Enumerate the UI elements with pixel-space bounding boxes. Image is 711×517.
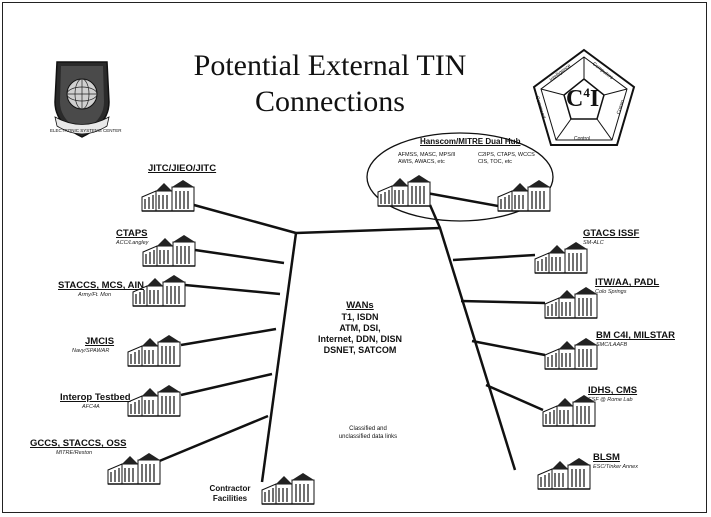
right-node-sub-4: ESC/Tinker Annex (593, 464, 638, 470)
right-node-sub-3: ESF @ Rome Lab (588, 397, 633, 403)
right-node-label-0: GTACS ISSF (583, 228, 640, 239)
hub-left-text-2: AWIS, AWACS, etc (398, 159, 445, 165)
right-node-label-3: IDHS, CMS (588, 385, 638, 396)
esc-logo-text: ELECTRONIC SYSTEMS CENTER (50, 128, 122, 133)
hub-left-text-1: AFMSS, MASC, MPS/II (398, 152, 456, 158)
left-node-sub-1: ACC/Langley (116, 240, 149, 246)
left-node-label-3: JMCIS (85, 336, 115, 347)
wan-line-4: DSNET, SATCOM (323, 345, 397, 355)
hub-ellipse (366, 132, 554, 222)
c4i-word-control: Control (574, 136, 591, 142)
left-node-sub-4: AFC4A (82, 404, 100, 410)
hub-right-text-2: CIS, TOC, etc (478, 159, 513, 165)
classified-line-1: Classified and (349, 426, 387, 432)
wan-line-1: T1, ISDN (341, 312, 379, 322)
classified-line-2: unclassified data links (338, 434, 398, 440)
backbone-lines (156, 188, 546, 483)
left-node-sub-2: Army/Ft. Mon (78, 292, 112, 298)
c4i-logo-center: C4I (566, 80, 599, 112)
left-node-label-5: GCCS, STACCS, OSS (30, 438, 127, 449)
left-node-sub-5: MITRE/Reston (56, 450, 93, 456)
contractor-line-2: Facilities (212, 494, 248, 503)
c4i-logo-pentagon (532, 48, 636, 146)
slide-title-line-2: Connections (255, 85, 405, 118)
left-node-label-1: CTAPS (116, 228, 148, 239)
left-node-label-0: JITC/JIEO/JITC (148, 163, 217, 174)
esc-logo-shield (54, 61, 110, 138)
right-node-label-4: BLSM (593, 452, 620, 463)
classified-note: Classified and unclassified data links (318, 425, 418, 441)
c4i-logo-c: C (566, 86, 584, 112)
slide-title-line-1: Potential External TIN (193, 49, 467, 82)
contractor-line-1: Contractor (209, 484, 251, 493)
contractor-label: Contractor Facilities (200, 484, 260, 504)
right-node-label-2: BM C4I, MILSTAR (596, 330, 675, 341)
right-node-sub-2: SMC/LAAFB (596, 342, 628, 348)
slide-title: Potential External TIN Connections (150, 48, 510, 120)
hub-title: Hanscom/MITRE Dual Hub (420, 137, 521, 146)
right-node-sub-0: SM-ALC (583, 240, 604, 246)
right-node-sub-1: Colo Springs (595, 289, 627, 295)
left-node-sub-3: Navy/SPAWAR (72, 348, 110, 354)
left-node-label-2: STACCS, MCS, AIN (58, 280, 145, 291)
left-node-label-4: Interop Testbed (60, 392, 131, 403)
c4i-logo-superscript: 4 (583, 85, 590, 100)
wan-line-3: Internet, DDN, DISN (317, 334, 402, 344)
right-node-label-1: ITW/AA, PADL (595, 277, 660, 288)
wan-title: WANs (346, 300, 374, 311)
wan-line-2: ATM, DSI, (339, 323, 381, 333)
hub-right-text-1: C2IPS, CTAPS, WCCS (478, 152, 535, 158)
c4i-logo-i: I (589, 86, 600, 112)
